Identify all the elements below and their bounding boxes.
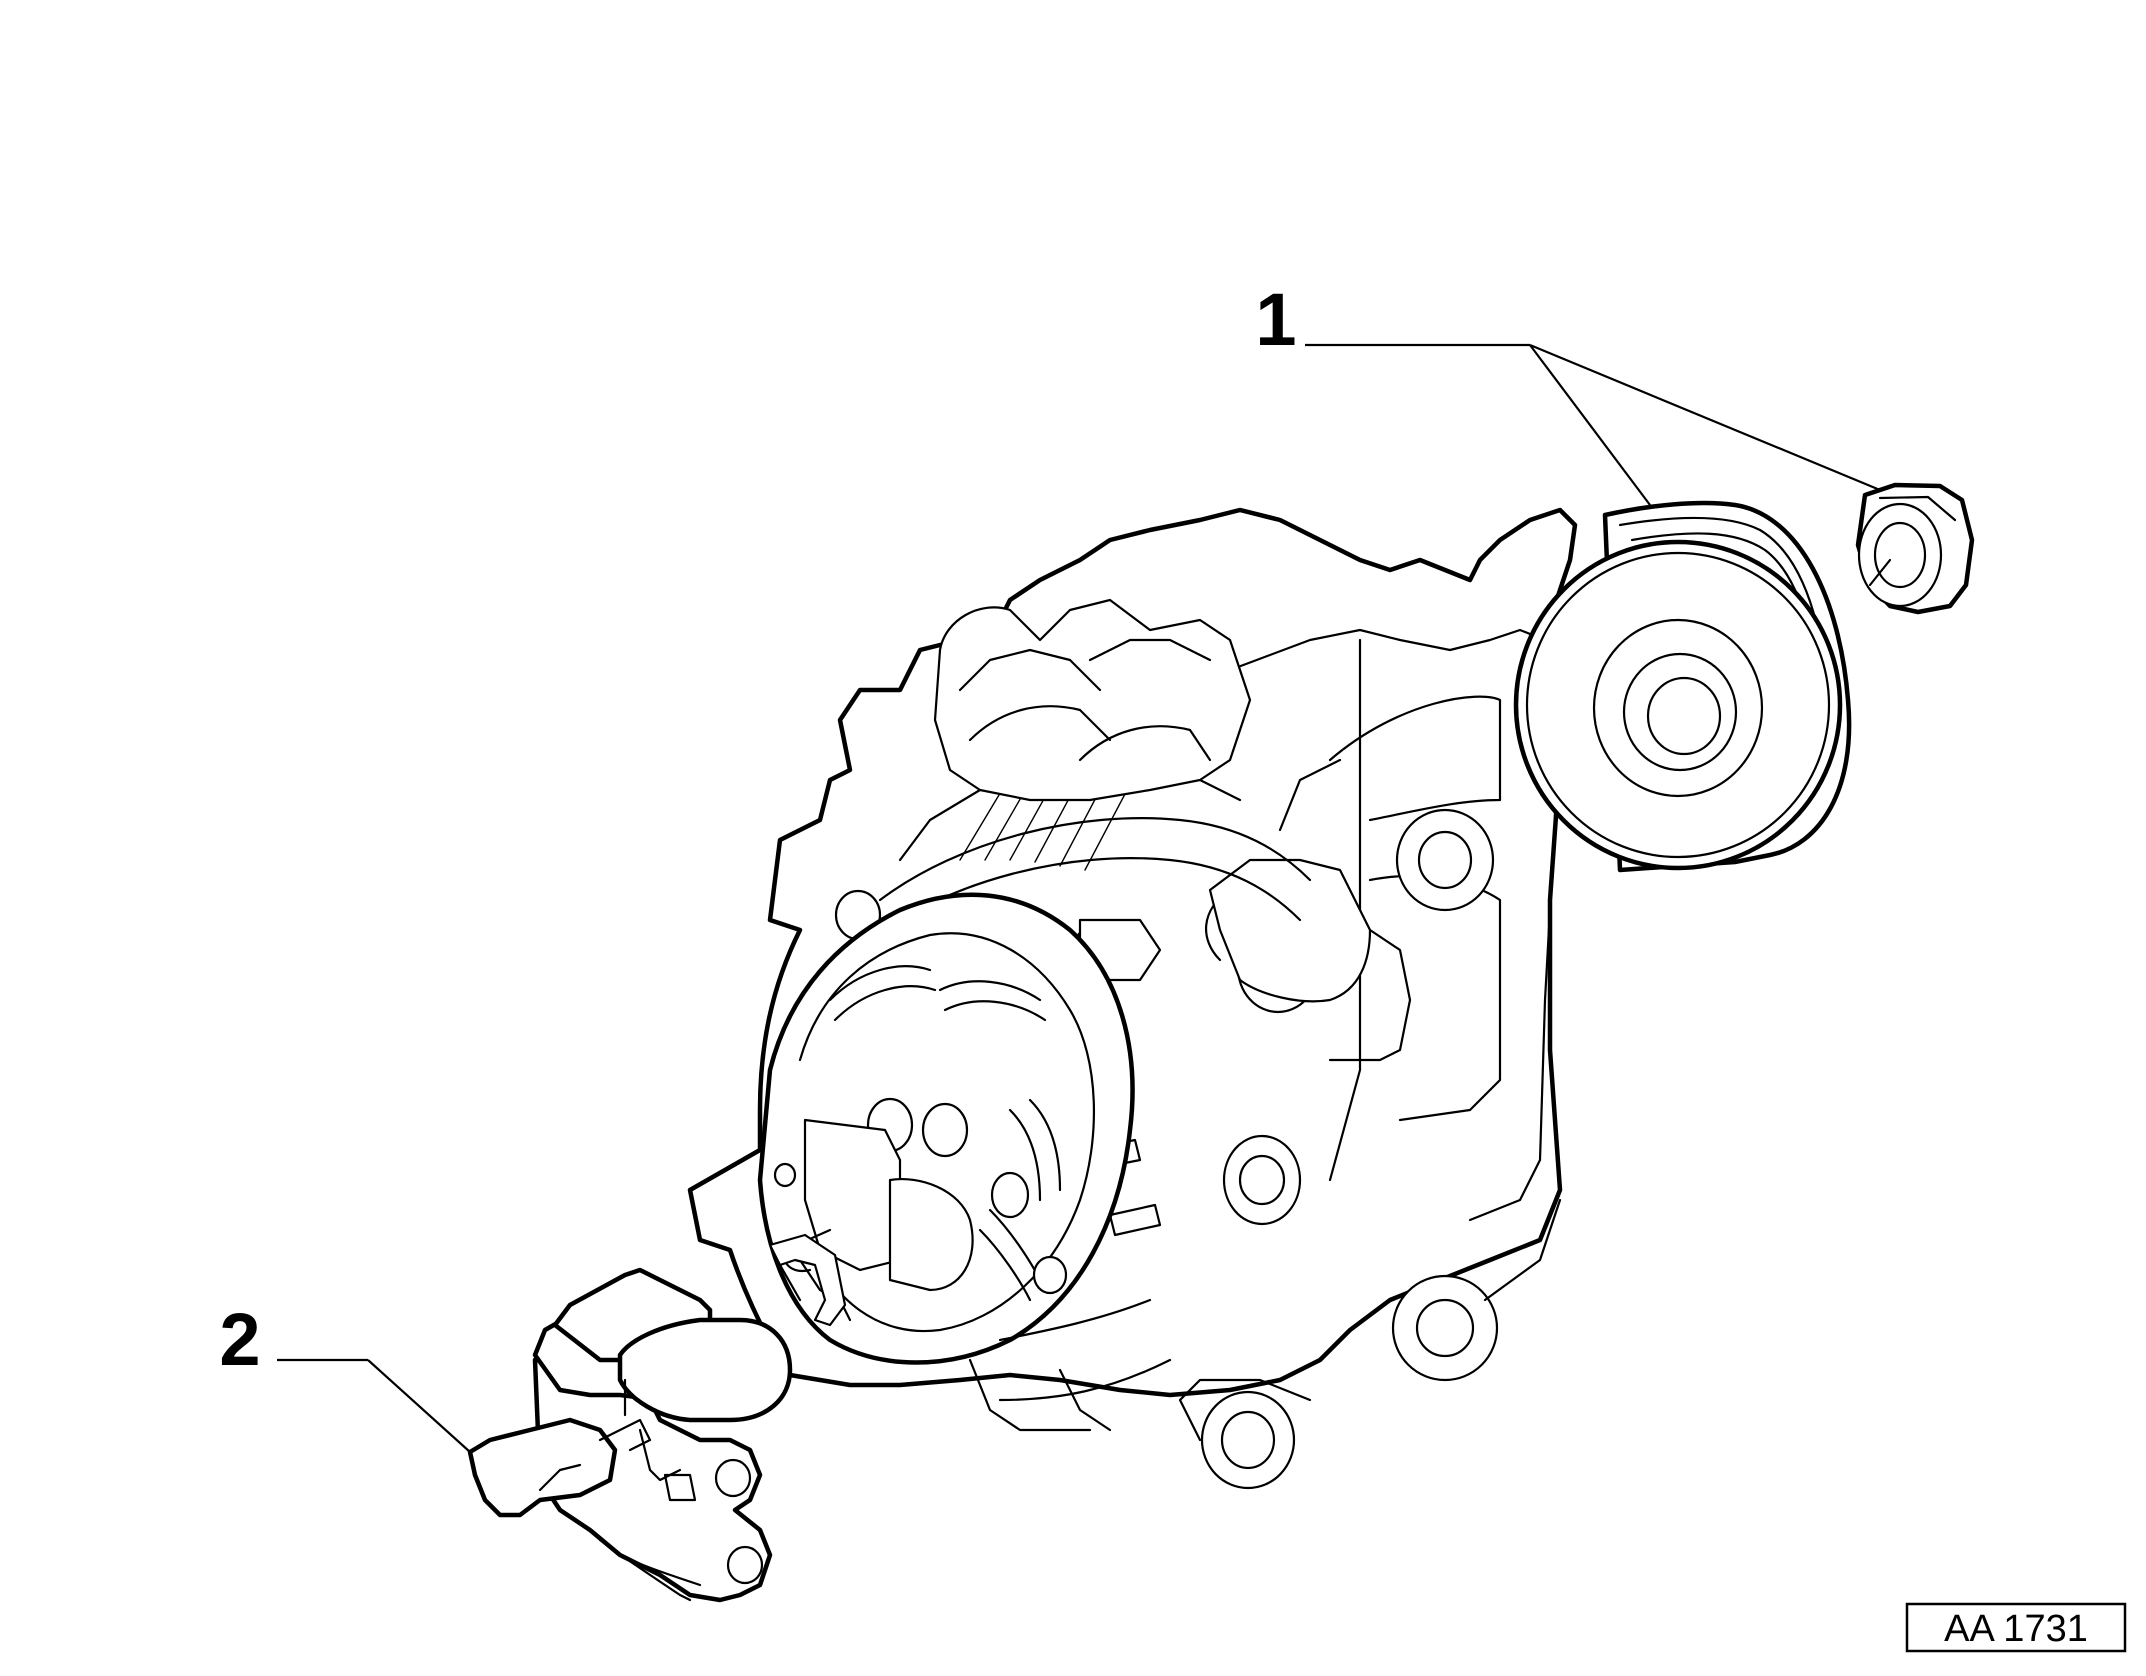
leader-lines	[277, 343, 1881, 1453]
pulley-illustration	[1513, 500, 1852, 873]
reference-code-label: AA 1731	[1944, 1608, 2088, 1650]
cover-vents	[828, 965, 1062, 1302]
callout-number-1: 1	[1255, 278, 1296, 361]
nut-illustration	[1855, 482, 1975, 615]
callout-number-2: 2	[219, 1298, 260, 1381]
alternator-illustration	[687, 507, 1578, 1490]
voltage-regulator-illustration	[467, 1267, 793, 1603]
reference-code-box: AA 1731	[1905, 1602, 2127, 1653]
